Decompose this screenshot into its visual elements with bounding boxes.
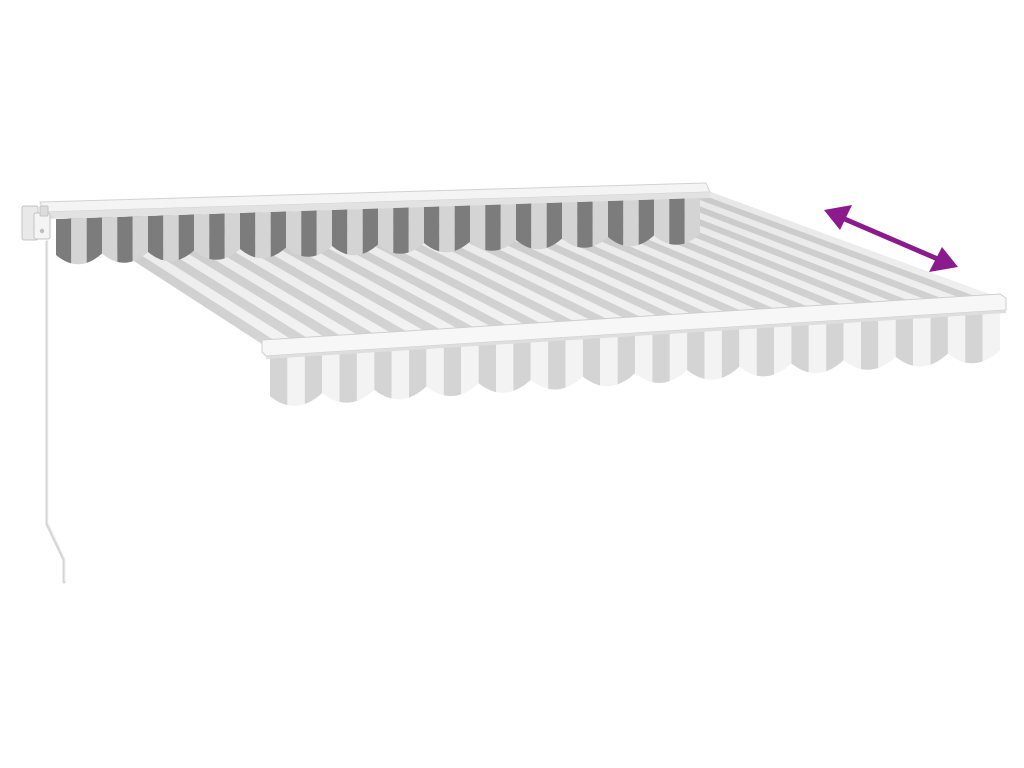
valance-stripe (287, 353, 305, 406)
valance-stripe (965, 311, 983, 385)
crank-handle (45, 240, 66, 584)
valance-stripe (913, 314, 931, 389)
valance-stripe (721, 326, 740, 401)
valance-stripe (704, 327, 722, 402)
valance-stripe (148, 215, 164, 265)
valance-stripe (582, 335, 601, 406)
valance-stripe (687, 328, 705, 403)
valance-stripe (565, 336, 583, 406)
valance-stripe (391, 347, 409, 406)
valance-stripe (739, 325, 757, 400)
valance-stripe (774, 323, 792, 397)
valance-stripe (86, 217, 102, 265)
valance-stripe (826, 319, 844, 394)
valance-stripe (409, 346, 427, 406)
valance-stripe (132, 216, 148, 265)
valance-stripe (530, 338, 549, 406)
valance-stripe (270, 354, 288, 406)
valance-stripe (895, 315, 914, 390)
valance-stripe (322, 351, 340, 406)
valance-stripe (426, 345, 444, 406)
valance-stripe (496, 340, 514, 406)
valance-stripe (635, 331, 653, 406)
valance-stripe (117, 216, 133, 265)
valance-stripe (56, 218, 72, 265)
front-bar (261, 293, 1007, 359)
wall-bracket (21, 205, 51, 241)
valance-stripe (461, 342, 479, 406)
valance-stripe (652, 330, 670, 405)
valance-stripe (617, 333, 635, 406)
valance-stripe (513, 339, 531, 406)
valance-stripe (982, 310, 1000, 384)
valance-stripe (356, 349, 375, 406)
valance-stripe (947, 312, 966, 387)
valance-stripe (102, 217, 118, 265)
valance-stripe (843, 318, 861, 393)
valance-stripe (791, 322, 809, 396)
double-headed-arrow-icon (824, 205, 958, 272)
valance-stripe (548, 337, 566, 406)
valance-stripe (756, 324, 774, 399)
valance-stripe (443, 344, 462, 406)
valance-stripe (930, 313, 948, 388)
valance-stripe (304, 352, 323, 406)
valance-stripe (71, 218, 87, 265)
valance-stripe (478, 341, 496, 406)
valance-stripe (669, 329, 688, 404)
valance-stripe (339, 350, 357, 406)
valance-stripe (374, 348, 392, 406)
valance-stripe (861, 317, 879, 392)
valance-stripe (878, 316, 896, 391)
valance-stripe (808, 321, 827, 395)
valance-stripe (600, 334, 618, 406)
